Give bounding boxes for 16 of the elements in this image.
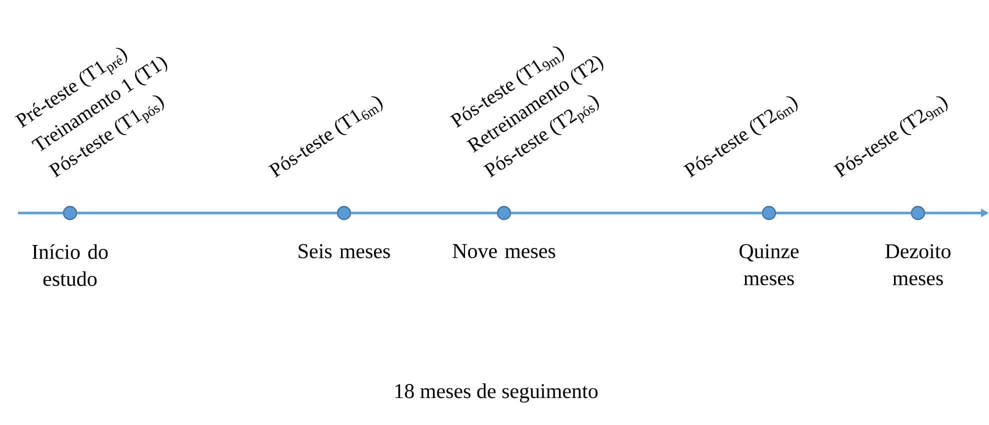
timeline-line — [351, 212, 497, 214]
time-label: Dezoito meses — [885, 244, 950, 286]
timeline-line — [776, 212, 911, 214]
timeline-dot — [62, 206, 78, 220]
timeline-line — [511, 212, 762, 214]
timeline-line — [77, 212, 337, 214]
time-label: Nove meses — [452, 244, 556, 258]
time-label: Seis meses — [298, 244, 390, 258]
timeline-dot — [910, 206, 926, 220]
timeline-dot — [496, 206, 512, 220]
timeline-line — [18, 212, 63, 214]
timeline-dot — [762, 206, 776, 220]
timeline-dot — [336, 206, 352, 220]
time-label: Início do estudo — [32, 244, 108, 286]
axis-caption: 18 meses de seguimento — [396, 383, 598, 403]
time-label: Quinze meses — [740, 244, 799, 286]
